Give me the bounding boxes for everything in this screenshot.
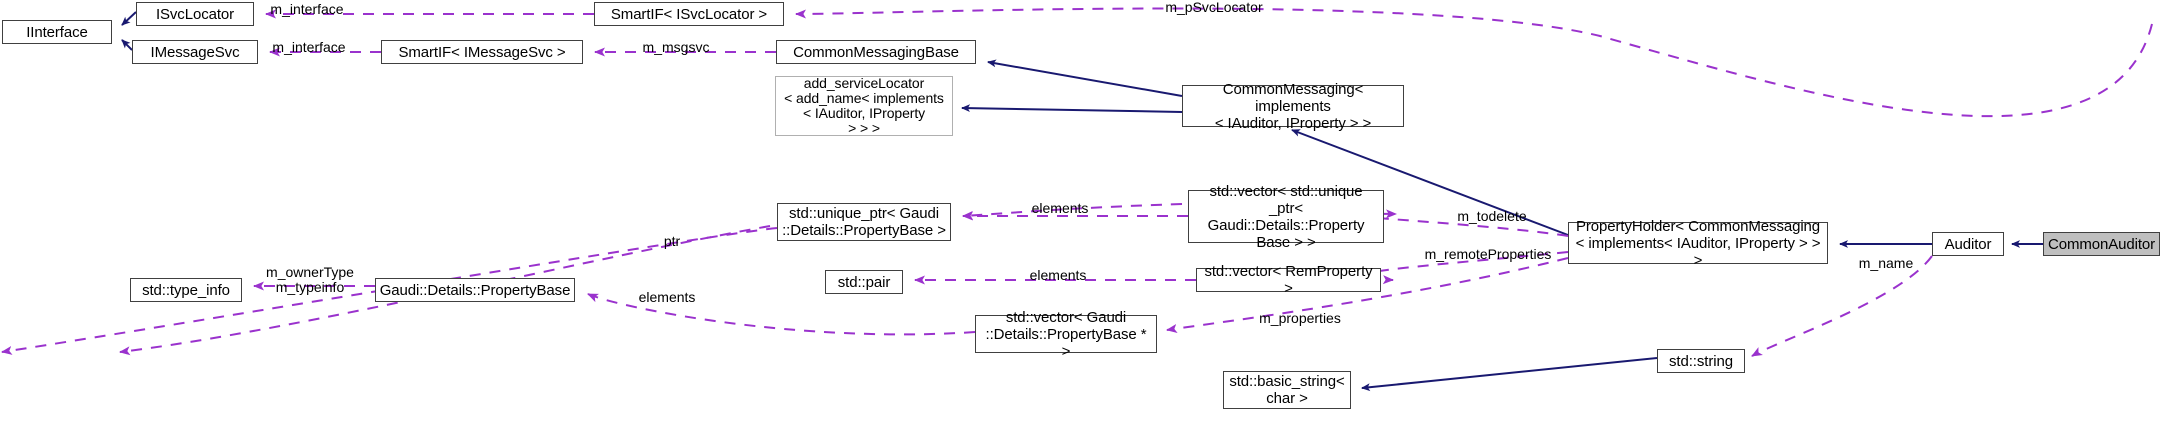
node-smartif-isvclocator[interactable]: SmartIF< ISvcLocator >: [594, 2, 784, 26]
node-unique-ptr-propertybase[interactable]: std::unique_ptr< Gaudi ::Details::Proper…: [777, 203, 951, 241]
node-std-type-info[interactable]: std::type_info: [130, 278, 242, 302]
node-smartif-imessagesvc[interactable]: SmartIF< IMessageSvc >: [381, 40, 583, 64]
node-isvclocator[interactable]: ISvcLocator: [136, 2, 254, 26]
edge-label-m-interface-isvclocator: m_interface: [270, 1, 344, 17]
node-auditor[interactable]: Auditor: [1932, 232, 2004, 256]
node-vector-propertybase-ptr[interactable]: std::vector< Gaudi ::Details::PropertyBa…: [975, 309, 1157, 360]
edge-label-m-todelete: m_todelete: [1457, 208, 1527, 224]
node-vector-unique-ptr-propertybase[interactable]: std::vector< std::unique _ptr< Gaudi::De…: [1188, 183, 1384, 251]
edge-label-m-ownertype-m-typeinfo: m_ownerType m_typeinfo: [266, 264, 354, 295]
usage-edges: [1, 7, 2153, 357]
edge-label-m-interface-imessagesvc: m_interface: [272, 39, 346, 55]
edge-label-m-properties: m_properties: [1259, 310, 1341, 326]
node-iinterface[interactable]: IInterface: [2, 20, 112, 44]
edge-label-elements-unique-ptr: elements: [1031, 200, 1089, 216]
edge-label-m-name: m_name: [1858, 255, 1914, 271]
node-commonmessaging[interactable]: CommonMessaging< implements < IAuditor, …: [1182, 81, 1404, 132]
edge-label-m-msgsvc: m_msgsvc: [642, 39, 710, 55]
node-propertyholder[interactable]: PropertyHolder< CommonMessaging < implem…: [1568, 218, 1828, 269]
node-imessagesvc[interactable]: IMessageSvc: [132, 40, 258, 64]
node-add-servicelocator[interactable]: add_serviceLocator < add_name< implement…: [775, 76, 953, 136]
edge-label-ptr: ptr: [663, 233, 681, 249]
edge-label-m-psvclocator: m_pSvcLocator: [1165, 0, 1263, 15]
node-commonmessagingbase[interactable]: CommonMessagingBase: [776, 40, 976, 64]
node-vector-remproperty[interactable]: std::vector< RemProperty >: [1196, 263, 1381, 297]
node-common-auditor[interactable]: CommonAuditor: [2043, 232, 2160, 256]
node-std-string[interactable]: std::string: [1657, 349, 1745, 373]
edge-label-elements-propertybase: elements: [638, 289, 696, 305]
node-basic-string-char[interactable]: std::basic_string< char >: [1223, 371, 1351, 409]
node-gaudi-details-propertybase[interactable]: Gaudi::Details::PropertyBase: [375, 278, 575, 302]
edge-label-elements-remproperty: elements: [1029, 267, 1087, 283]
edge-label-m-remoteproperties: m_remoteProperties: [1424, 246, 1552, 262]
node-std-pair[interactable]: std::pair: [825, 270, 903, 294]
